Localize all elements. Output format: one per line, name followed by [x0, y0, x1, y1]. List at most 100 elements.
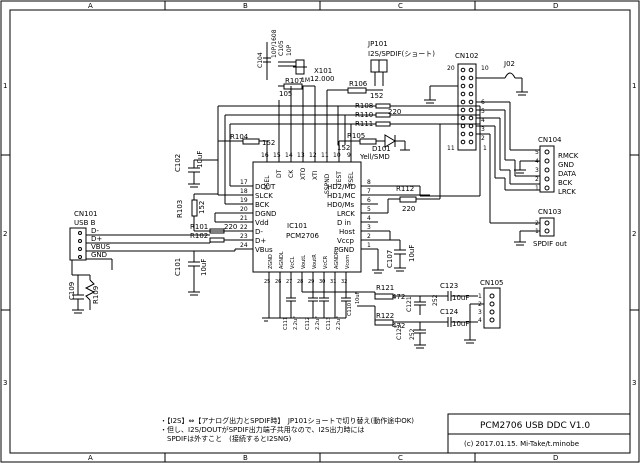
ic101-ref: IC101 [287, 222, 307, 230]
r122-value: 472 [392, 322, 405, 330]
x101-value: 12.000 [310, 75, 335, 83]
ic101-pin-31-name: AGNDR [334, 250, 340, 269]
frame-col-a-bottom: A [88, 454, 93, 462]
ic101-pin-6-name: HD0/Ms [327, 201, 355, 209]
ic101-pin-13-name: XTO [300, 167, 307, 180]
ic101-pin-7-num: 7 [367, 188, 371, 195]
cn105-section: C123 10uF C124 10uF CN105 1 2 3 4 [440, 279, 504, 344]
cn104-pin-3-num: 3 [535, 167, 539, 174]
ic101-bottom-pins: 25 26 27 28 29 30 31 32 ZGND AGNDL VcCL … [264, 250, 351, 288]
ic101-pin-16-name: PSEL [264, 175, 271, 190]
cn101-type: USB B [74, 219, 96, 227]
c102-ref: C102 [174, 154, 182, 172]
ic101-pin-21-name: Vdd [255, 219, 269, 227]
r108-r110-r111-section: R108 R110 R111 220 [338, 102, 480, 128]
cn105-ref: CN105 [480, 279, 504, 287]
cn105-pin-3: 3 [478, 309, 482, 316]
notes: ・【I2S】⇔【アナログ出力とSPDIF時】 JP101ショートで切り替え(動作… [160, 416, 414, 443]
c111-ref: C111 [283, 317, 289, 330]
r107-value: 1M [301, 77, 310, 84]
frame-col-a-top: A [88, 2, 93, 10]
ic101-pin-26-name: AGNDL [279, 251, 285, 269]
ic101-pin-27-name: VcCL [290, 256, 296, 269]
r103-ref: R103 [176, 200, 184, 218]
r109-resistor [84, 279, 96, 301]
r121-resistor [374, 293, 394, 300]
cn101-pin-vbus: VBUS [91, 243, 111, 251]
d101-led [384, 134, 396, 148]
r106-ref: R106 [349, 80, 368, 88]
c107-value: 10uF [408, 245, 416, 262]
cn102-pin-20: 20 [447, 65, 455, 72]
ic101-pin-18-name: SLCK [255, 192, 273, 200]
c109-ref: C109 [68, 282, 76, 300]
r108-value: 220 [388, 108, 401, 116]
r103-value: 152 [198, 201, 206, 214]
ic101-pin-9-name: FSEL [348, 171, 355, 186]
cn104-section: CN104 5 4 3 2 1 RMCK GND DATA BCK LRCK [378, 106, 579, 197]
r101-r102-section: R101 R102 220 [190, 223, 237, 243]
c113-value: 2.2uF [336, 316, 342, 330]
c124-ref: C124 [440, 308, 459, 316]
ic101-pin-8-name: HD2/MD [327, 183, 356, 191]
r104-ref: R104 [230, 133, 249, 141]
cn104-pin-2-num: 2 [535, 176, 539, 183]
c110-value: 10uF [355, 291, 361, 304]
cn105-pin-1: 1 [478, 293, 482, 300]
cn102-pin-1: 1 [483, 145, 487, 152]
r112-section: R112 220 [378, 124, 441, 214]
frame-col-b-bottom: B [243, 454, 248, 462]
r122-ref: R122 [376, 312, 394, 320]
ic101-pin-30-num: 30 [319, 279, 325, 285]
r109-ref: R109 [92, 286, 100, 304]
cn105-pin-4: 4 [478, 317, 482, 324]
ic101-pin-28-name: VoutL [301, 255, 307, 269]
ic101-pin-24-num: 24 [240, 242, 248, 249]
cn103-ref: CN103 [538, 208, 562, 216]
ic101-pin-32-num: 32 [341, 279, 347, 285]
jp101-section: JP101 I2S/SPDIF(ショート) R106 152 [326, 40, 435, 145]
cn104-body [539, 145, 555, 193]
c122-ref: C122 [396, 324, 403, 340]
cn101-pin-dminus: D- [91, 227, 99, 235]
frame-row-3-left: 3 [3, 379, 7, 387]
ic101-right-pins: 8 7 6 5 4 3 2 1 HD2/MD HD1/MC HD0/Ms LRC… [327, 179, 378, 254]
c105-ref: C105 [278, 40, 285, 56]
r121-value: 472 [392, 293, 405, 301]
ic101-pin-17-name: DOUT [255, 183, 276, 191]
r122-resistor [374, 319, 394, 326]
r103-resistor [191, 199, 198, 217]
cn104-pin-gnd: GND [558, 161, 574, 169]
ic101-pin-16-num: 16 [261, 152, 269, 159]
r106-resistor [347, 87, 367, 94]
ic101-pin-19-num: 19 [240, 197, 248, 204]
frame-row-3-right: 3 [632, 379, 636, 387]
output-filter-section: R121 472 R122 472 C121 252 C122 252 [374, 284, 440, 349]
cn101-pin-gnd: GND [91, 251, 107, 259]
cn103-section: CN103 2 1 SPDIF out [489, 188, 567, 248]
c113-ref: C113 [326, 317, 332, 330]
r102-ref: R102 [190, 232, 208, 240]
ic101-pin-18-num: 18 [240, 188, 248, 195]
x101-ref: X101 [314, 67, 332, 75]
cn103-body [539, 217, 555, 237]
ic101-pin-11-num: 11 [321, 152, 329, 159]
r112-ref: R112 [396, 185, 414, 193]
c112-ref: C112 [305, 317, 311, 330]
frame-row-2-left: 2 [3, 230, 7, 238]
ic101-pin-14-num: 14 [285, 152, 293, 159]
ic101-pin-10-num: 10 [333, 152, 341, 159]
cn102-pin-5: 5 [481, 108, 485, 115]
d101-ref: D101 [372, 145, 391, 153]
r105-ref: R105 [347, 132, 365, 140]
ic101-pin-26-num: 26 [275, 279, 281, 285]
cn102-pin-4: 4 [481, 117, 485, 124]
cn102-section: CN102 20 10 11 1 6 5 4 3 2 J02 [424, 52, 528, 188]
c101-section: C101 10uF [174, 212, 235, 296]
jp101-label: I2S/SPDIF(ショート) [368, 50, 435, 58]
cn102-pin-3: 3 [481, 126, 485, 133]
ic101-pin-32-name: Vcom [345, 255, 351, 269]
c104-value: 10P/1608 [271, 29, 278, 58]
